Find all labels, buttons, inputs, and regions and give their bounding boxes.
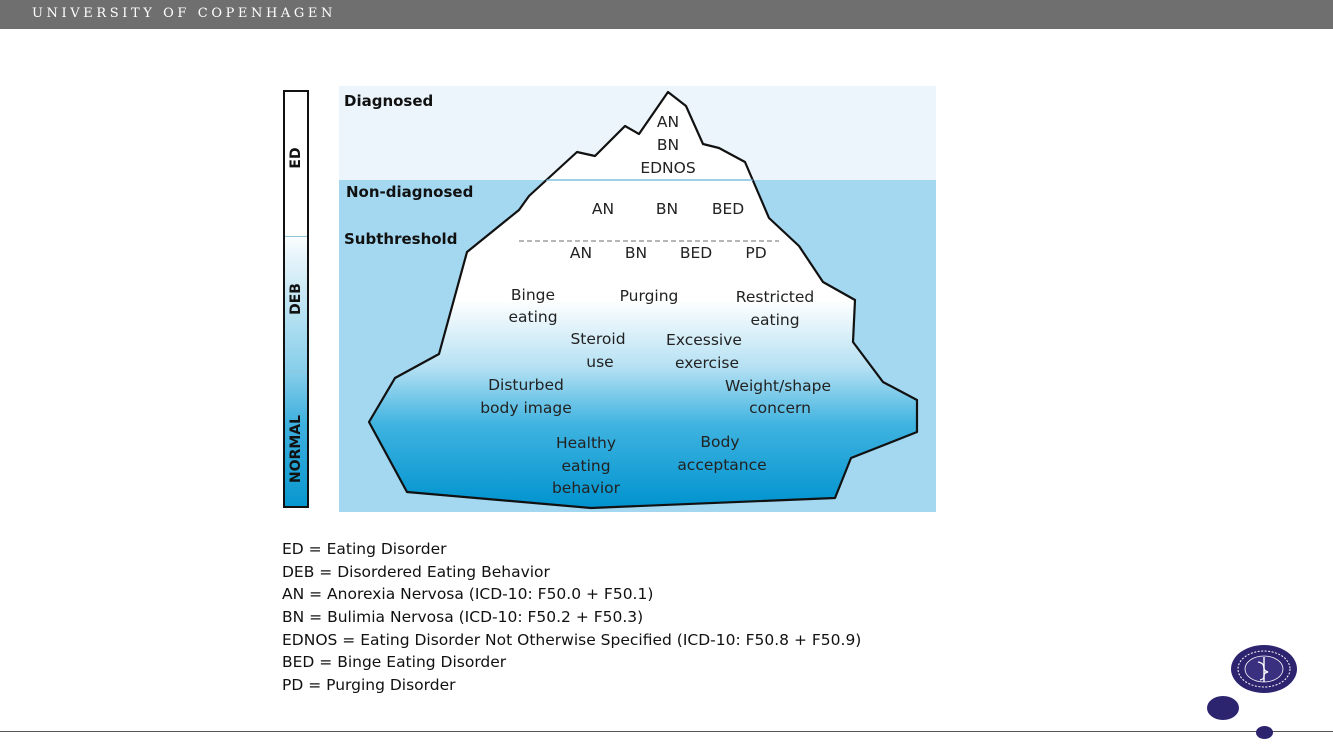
behavior-steroid-use-line1: Steroid [570,330,625,348]
behavior-binge-eating-line2: eating [508,308,557,326]
scale-divider [285,371,307,372]
subthreshold-item: BN [625,244,647,262]
decorative-dot-small [1256,726,1273,739]
behavior-disturbed-body-image-line1: Disturbed [488,376,564,394]
diagnosed-item: BN [657,136,679,154]
subthreshold-item: BED [680,244,712,262]
subthreshold-item: AN [570,244,592,262]
behavior-excessive-exercise-line2: exercise [675,354,739,372]
legend-item: ED = Eating Disorder [282,540,447,558]
scale-divider [285,236,307,237]
legend-item: PD = Purging Disorder [282,676,456,695]
behavior-healthy-eating-line3: behavior [552,479,621,497]
decorative-dot-large [1207,696,1239,720]
scale-label-deb: DEB [288,283,304,315]
nondiagnosed-item: BED [712,200,744,218]
abbreviation-legend: ED = Eating Disorder DEB = Disordered Ea… [282,538,861,697]
behavior-weight-shape-concern-line1: Weight/shape [725,377,831,395]
behavior-excessive-exercise-line1: Excessive [666,331,742,349]
nondiagnosed-item: BN [656,200,678,218]
tier-label-diagnosed: Diagnosed [344,92,433,110]
behavior-steroid-use-line2: use [586,353,613,371]
scale-label-ed: ED [288,147,304,169]
behavior-body-acceptance-line2: acceptance [677,456,766,474]
university-seal-icon [1231,645,1297,693]
legend-item: EDNOS = Eating Disorder Not Otherwise Sp… [282,630,862,649]
behavior-disturbed-body-image-line2: body image [480,399,572,417]
iceberg-shape [367,90,919,510]
behavior-binge-eating-line1: Binge [511,286,555,304]
header-bar: UNIVERSITY OF COPENHAGEN [0,0,1333,29]
iceberg-diagram: Diagnosed Non-diagnosed Subthreshold AN … [339,86,936,512]
legend-item: BED = Binge Eating Disorder [282,653,507,672]
behavior-healthy-eating-line2: eating [561,457,610,475]
diagnosed-item: EDNOS [640,159,695,177]
behavior-purging: Purging [620,287,679,305]
legend-item: DEB = Disordered Eating Behavior [282,562,550,581]
legend-item: AN = Anorexia Nervosa (ICD-10: F50.0 + F… [282,585,654,604]
behavior-healthy-eating-line1: Healthy [556,434,616,452]
legend-item: BN = Bulimia Nervosa (ICD-10: F50.2 + F5… [282,608,644,627]
behavior-weight-shape-concern-line2: concern [749,399,811,417]
diagnosed-item: AN [657,113,679,131]
tier-label-nondiagnosed: Non-diagnosed [346,183,473,201]
footer-rule [0,731,1333,732]
university-title: UNIVERSITY OF COPENHAGEN [32,6,336,21]
behavior-body-acceptance-line1: Body [700,433,739,451]
scale-label-normal: NORMAL [288,414,304,484]
behavior-restricted-eating-line1: Restricted [736,288,814,306]
severity-scale-bar: ED DEB NORMAL [283,90,309,508]
tier-label-subthreshold: Subthreshold [344,230,457,248]
nondiagnosed-item: AN [592,200,614,218]
subthreshold-item: PD [745,244,766,262]
behavior-restricted-eating-line2: eating [750,311,799,329]
